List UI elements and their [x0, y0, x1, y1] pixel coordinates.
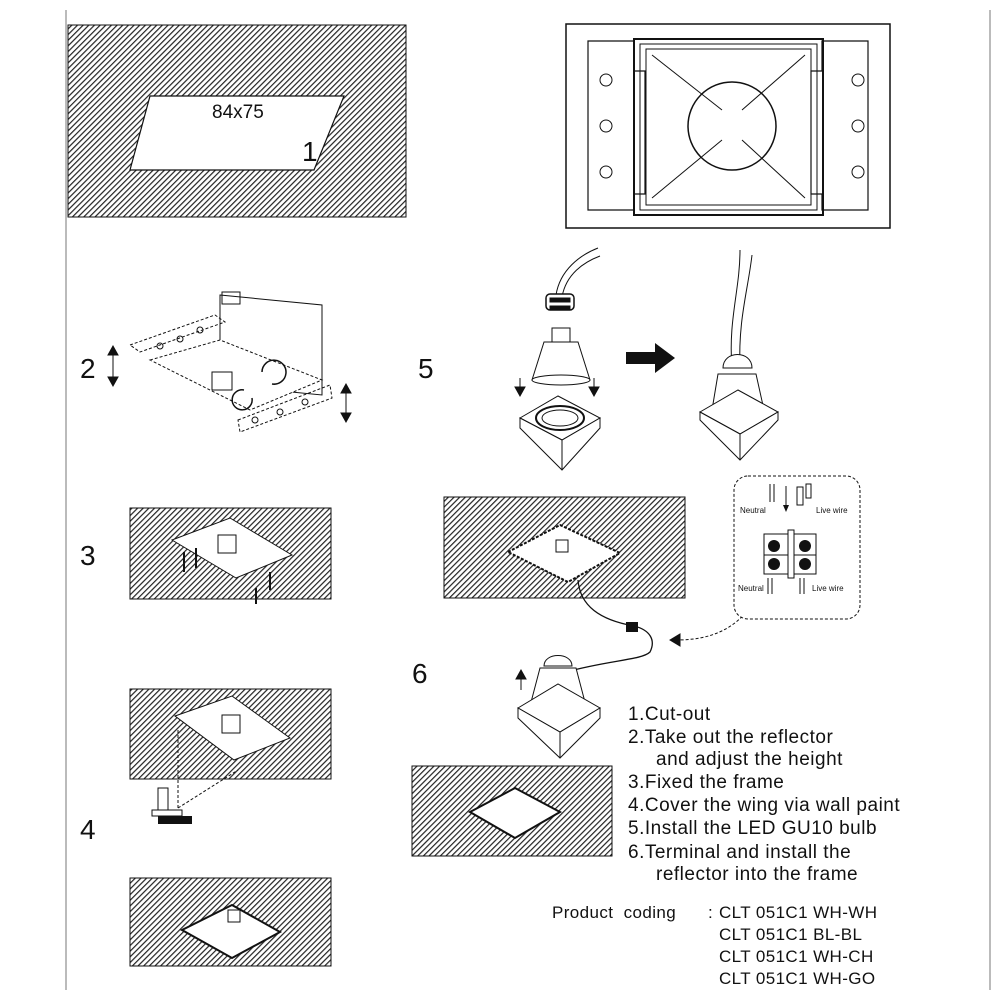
step2-number: 2 — [80, 353, 96, 384]
instruction-4: 4.Cover the wing via wall paint — [628, 795, 900, 816]
step2-frame-illustration — [107, 291, 352, 433]
instruction-1: 1.Cut-out — [628, 704, 711, 725]
step4-number: 4 — [80, 814, 96, 845]
neutral-label-top: Neutral — [740, 506, 766, 515]
step3-number: 3 — [80, 540, 96, 571]
instruction-6-cont: reflector into the frame — [656, 864, 858, 885]
step6-result-panel — [411, 765, 613, 857]
step4-result-panel — [129, 877, 332, 967]
cutout-dimension: 84x75 — [212, 102, 264, 123]
product-code-4: CLT 051C1 WH-GO — [719, 969, 876, 988]
instruction-3: 3.Fixed the frame — [628, 772, 784, 793]
instruction-2: 2.Take out the reflector — [628, 727, 833, 748]
step5-result-illustration — [698, 249, 780, 461]
instruction-5: 5.Install the LED GU10 bulb — [628, 818, 877, 839]
instruction-2-cont: and adjust the height — [656, 749, 843, 770]
step1-number: 1 — [302, 136, 318, 167]
product-code-2: CLT 051C1 BL-BL — [719, 925, 862, 944]
step5-number: 5 — [418, 353, 434, 384]
step6-number: 6 — [412, 658, 428, 689]
step4-panel — [129, 688, 332, 809]
product-code-3: CLT 051C1 WH-CH — [719, 947, 874, 966]
live-wire-label-top: Live wire — [816, 506, 848, 515]
step5-illustration — [514, 247, 602, 471]
step3-panel — [129, 507, 332, 604]
instruction-6: 6.Terminal and install the — [628, 842, 851, 863]
power-cable — [565, 579, 653, 673]
paint-brush-icon — [151, 787, 192, 824]
cable-connector — [626, 622, 638, 632]
luminaire-front-view — [565, 23, 891, 229]
step6-ceiling-panel — [443, 496, 686, 599]
step1-cutout-panel: 84x75 1 — [67, 24, 407, 218]
live-wire-label-bottom: Live wire — [812, 584, 844, 593]
step6-bulb-illustration — [515, 655, 601, 759]
product-code-1: CLT 051C1 WH-WH — [719, 903, 877, 922]
neutral-label-bottom: Neutral — [738, 584, 764, 593]
product-coding-separator: : — [708, 903, 713, 922]
product-coding-label: Product coding — [552, 903, 676, 922]
wiring-detail — [733, 475, 861, 620]
right-arrow-icon — [626, 343, 675, 373]
